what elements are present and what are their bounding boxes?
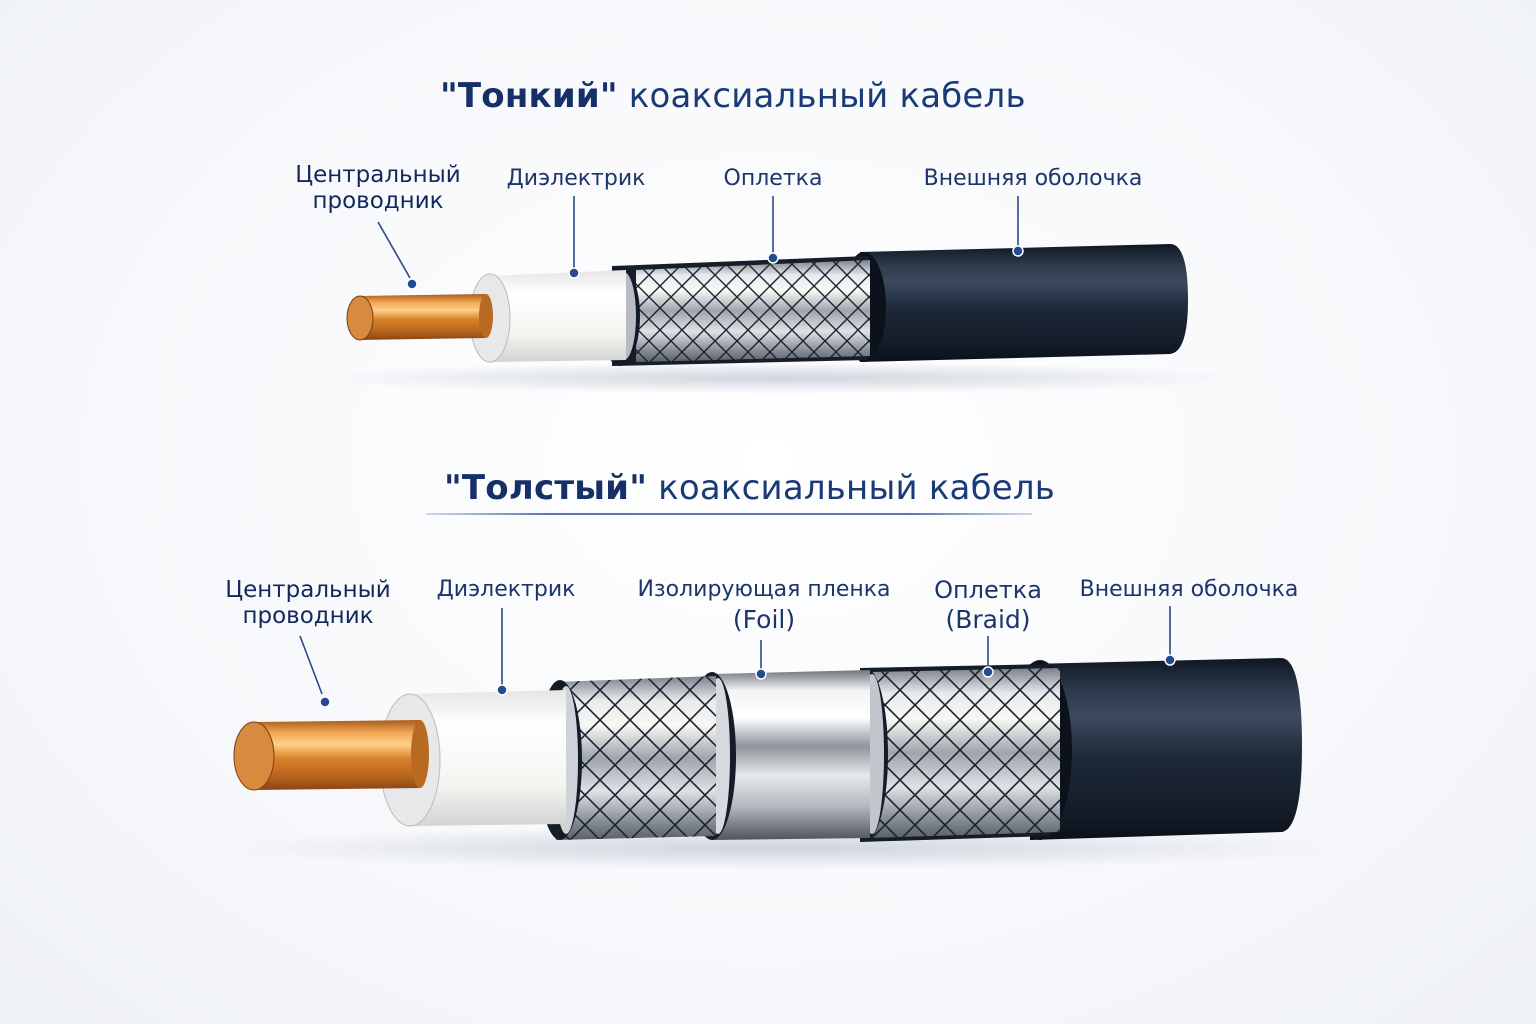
thin-label-dielectric: Диэлектрик [496, 166, 656, 192]
label-line: Центральный [295, 162, 461, 188]
thick-cable-title-bold: "Толстый" [444, 468, 648, 508]
label-line: проводник [312, 188, 444, 214]
label-line: Диэлектрик [436, 577, 576, 602]
thin-label-outer-jacket: Внешняя оболочка [920, 166, 1146, 192]
thick-cable-drawing [220, 658, 1340, 870]
thin-label-central-conductor: Центральный проводник [290, 162, 466, 214]
thick-leader-lines [299, 606, 1176, 708]
thin-braid-segment [600, 256, 870, 366]
label-line: (Foil) [732, 605, 796, 634]
thick-label-braid: Оплетка (Braid) [920, 577, 1056, 637]
label-line: проводник [242, 603, 374, 629]
thick-label-foil: Изолирующая пленка (Foil) [636, 577, 892, 637]
thin-outer-jacket-segment [842, 244, 1188, 362]
thin-cable-drawing [310, 244, 1250, 394]
label-line: Изолирующая пленка [637, 577, 891, 602]
thick-title-underline [426, 513, 1032, 515]
thick-braid-segment [844, 664, 1060, 842]
thin-leader-lines [377, 196, 1024, 290]
label-line: Диэлектрик [506, 166, 646, 191]
thick-label-central-conductor: Центральный проводник [220, 577, 396, 629]
label-line: Центральный [225, 577, 391, 603]
thick-cable-title-rest: коаксиальный кабель [647, 468, 1056, 508]
thin-cable-title-rest: коаксиальный кабель [617, 76, 1026, 116]
label-line: Внешняя оболочка [1079, 577, 1299, 602]
thin-dielectric-segment [469, 270, 626, 363]
thick-label-outer-jacket: Внешняя оболочка [1076, 577, 1302, 603]
thick-label-dielectric: Диэлектрик [426, 577, 586, 603]
thin-cable-title-bold: "Тонкий" [440, 76, 618, 116]
thin-cable-title: "Тонкий" коаксиальный кабель [440, 76, 1026, 116]
thin-label-braid: Оплетка [700, 166, 846, 192]
label-line: Оплетка [723, 166, 823, 191]
thin-copper-segment [346, 294, 493, 341]
thick-copper-segment [233, 720, 429, 791]
label-line: Оплетка [934, 576, 1042, 604]
label-line: (Braid) [945, 605, 1031, 634]
thick-cable-title: "Толстый" коаксиальный кабель [444, 468, 1055, 508]
label-line: Внешняя оболочка [923, 166, 1143, 191]
